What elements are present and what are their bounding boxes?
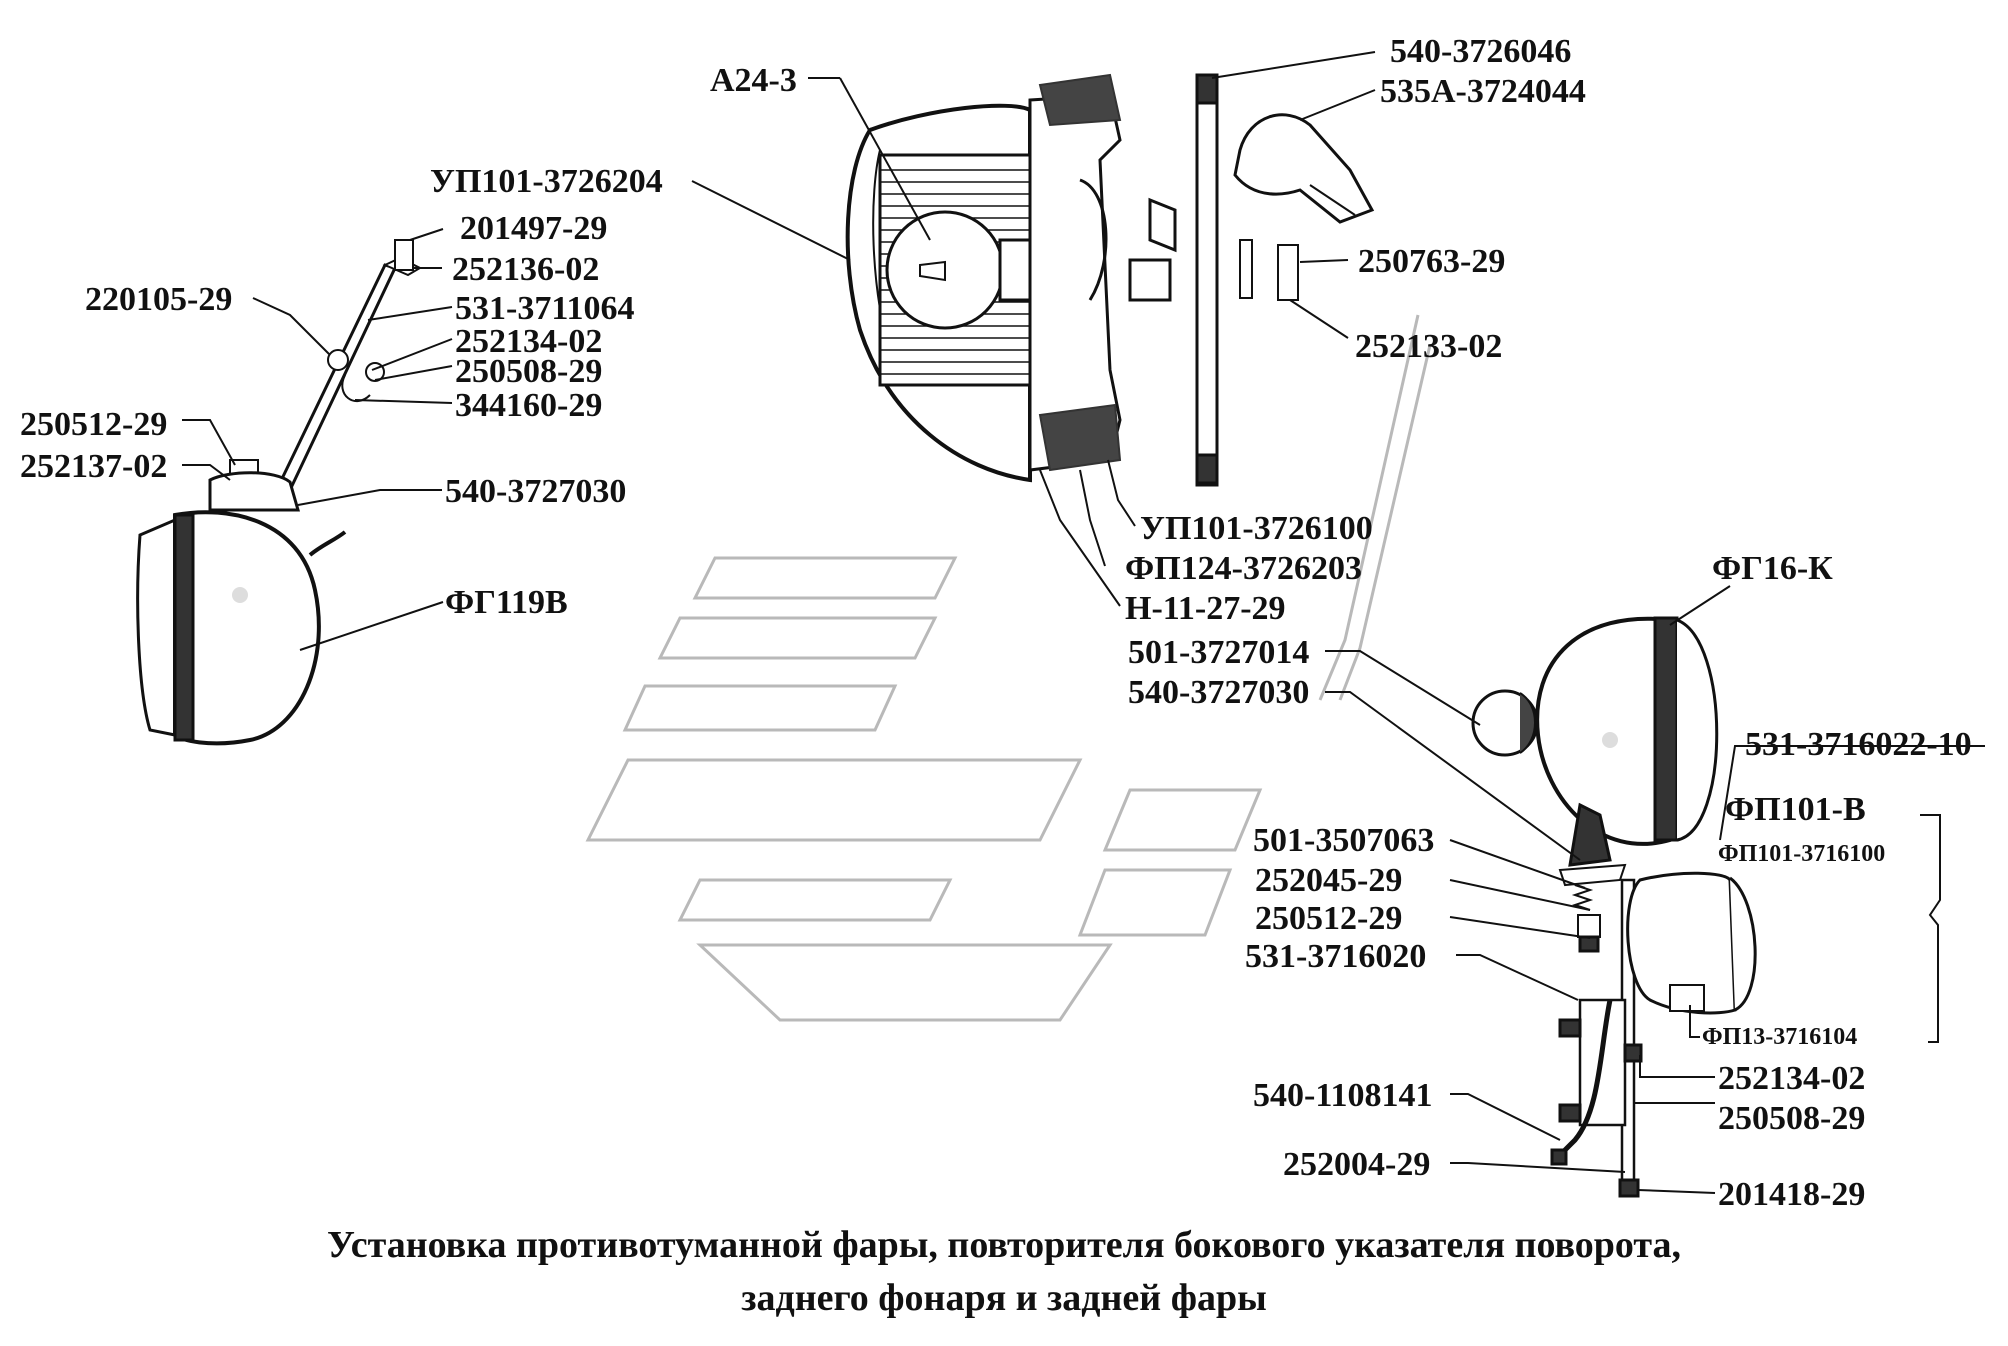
caption-line-2: заднего фонаря и задней фары xyxy=(741,1277,1267,1319)
label-250763-29: 250763-29 xyxy=(1358,243,1506,280)
label-up101-3726100: УП101-3726100 xyxy=(1140,510,1373,547)
label-531-3711064: 531-3711064 xyxy=(455,290,635,327)
label-fp101-v: ФП101-В xyxy=(1725,791,1866,828)
label-220105-29: 220105-29 xyxy=(85,281,233,318)
label-540-3727030-left: 540-3727030 xyxy=(445,473,627,510)
repeater-lamp-section xyxy=(845,73,1375,487)
label-540-3726046: 540-3726046 xyxy=(1390,33,1572,70)
label-250508-29-right: 250508-29 xyxy=(1718,1100,1866,1137)
fog-lamp-assembly xyxy=(136,239,423,746)
label-fp101-3716100: ФП101-3716100 xyxy=(1718,841,1886,867)
caption-line-1: Установка противотуманной фары, повторит… xyxy=(326,1224,1682,1266)
label-535a-3724044: 535А-3724044 xyxy=(1380,73,1586,110)
label-a24-3: А24-3 xyxy=(710,62,797,99)
label-501-3507063: 501-3507063 xyxy=(1253,822,1435,859)
label-fg16-k: ФГ16-К xyxy=(1712,550,1833,587)
label-540-3727030-right: 540-3727030 xyxy=(1128,674,1310,711)
label-252045-29: 252045-29 xyxy=(1255,862,1403,899)
label-fg119v: ФГ119В xyxy=(445,584,568,621)
label-250512-29-right: 250512-29 xyxy=(1255,900,1403,937)
label-up101-3726204: УП101-3726204 xyxy=(430,163,663,200)
label-252136-02: 252136-02 xyxy=(452,251,600,288)
label-344160-29: 344160-29 xyxy=(455,387,603,424)
label-252133-02: 252133-02 xyxy=(1355,328,1503,365)
label-fp124-3726203: ФП124-3726203 xyxy=(1125,550,1362,587)
label-531-3716022-10: 531-3716022-10 xyxy=(1745,726,1972,763)
label-252137-02: 252137-02 xyxy=(20,448,168,485)
label-250508-29-left: 250508-29 xyxy=(455,353,603,390)
label-252134-02-right: 252134-02 xyxy=(1718,1060,1866,1097)
rear-lamp-assembly xyxy=(1471,616,1941,1198)
watermark-logo xyxy=(585,314,1432,1022)
label-250512-29-left: 250512-29 xyxy=(20,406,168,443)
leader-lines xyxy=(182,51,1985,1194)
label-201497-29: 201497-29 xyxy=(460,210,608,247)
label-252134-02-left: 252134-02 xyxy=(455,323,603,360)
label-252004-29: 252004-29 xyxy=(1283,1146,1431,1183)
label-531-3716020: 531-3716020 xyxy=(1245,938,1427,975)
label-n-11-27-29: Н-11-27-29 xyxy=(1125,590,1286,627)
label-201418-29: 201418-29 xyxy=(1718,1176,1866,1213)
label-501-3727014: 501-3727014 xyxy=(1128,634,1310,671)
label-540-1108141: 540-1108141 xyxy=(1253,1077,1433,1114)
label-fp13-3716104: ФП13-3716104 xyxy=(1702,1024,1858,1050)
